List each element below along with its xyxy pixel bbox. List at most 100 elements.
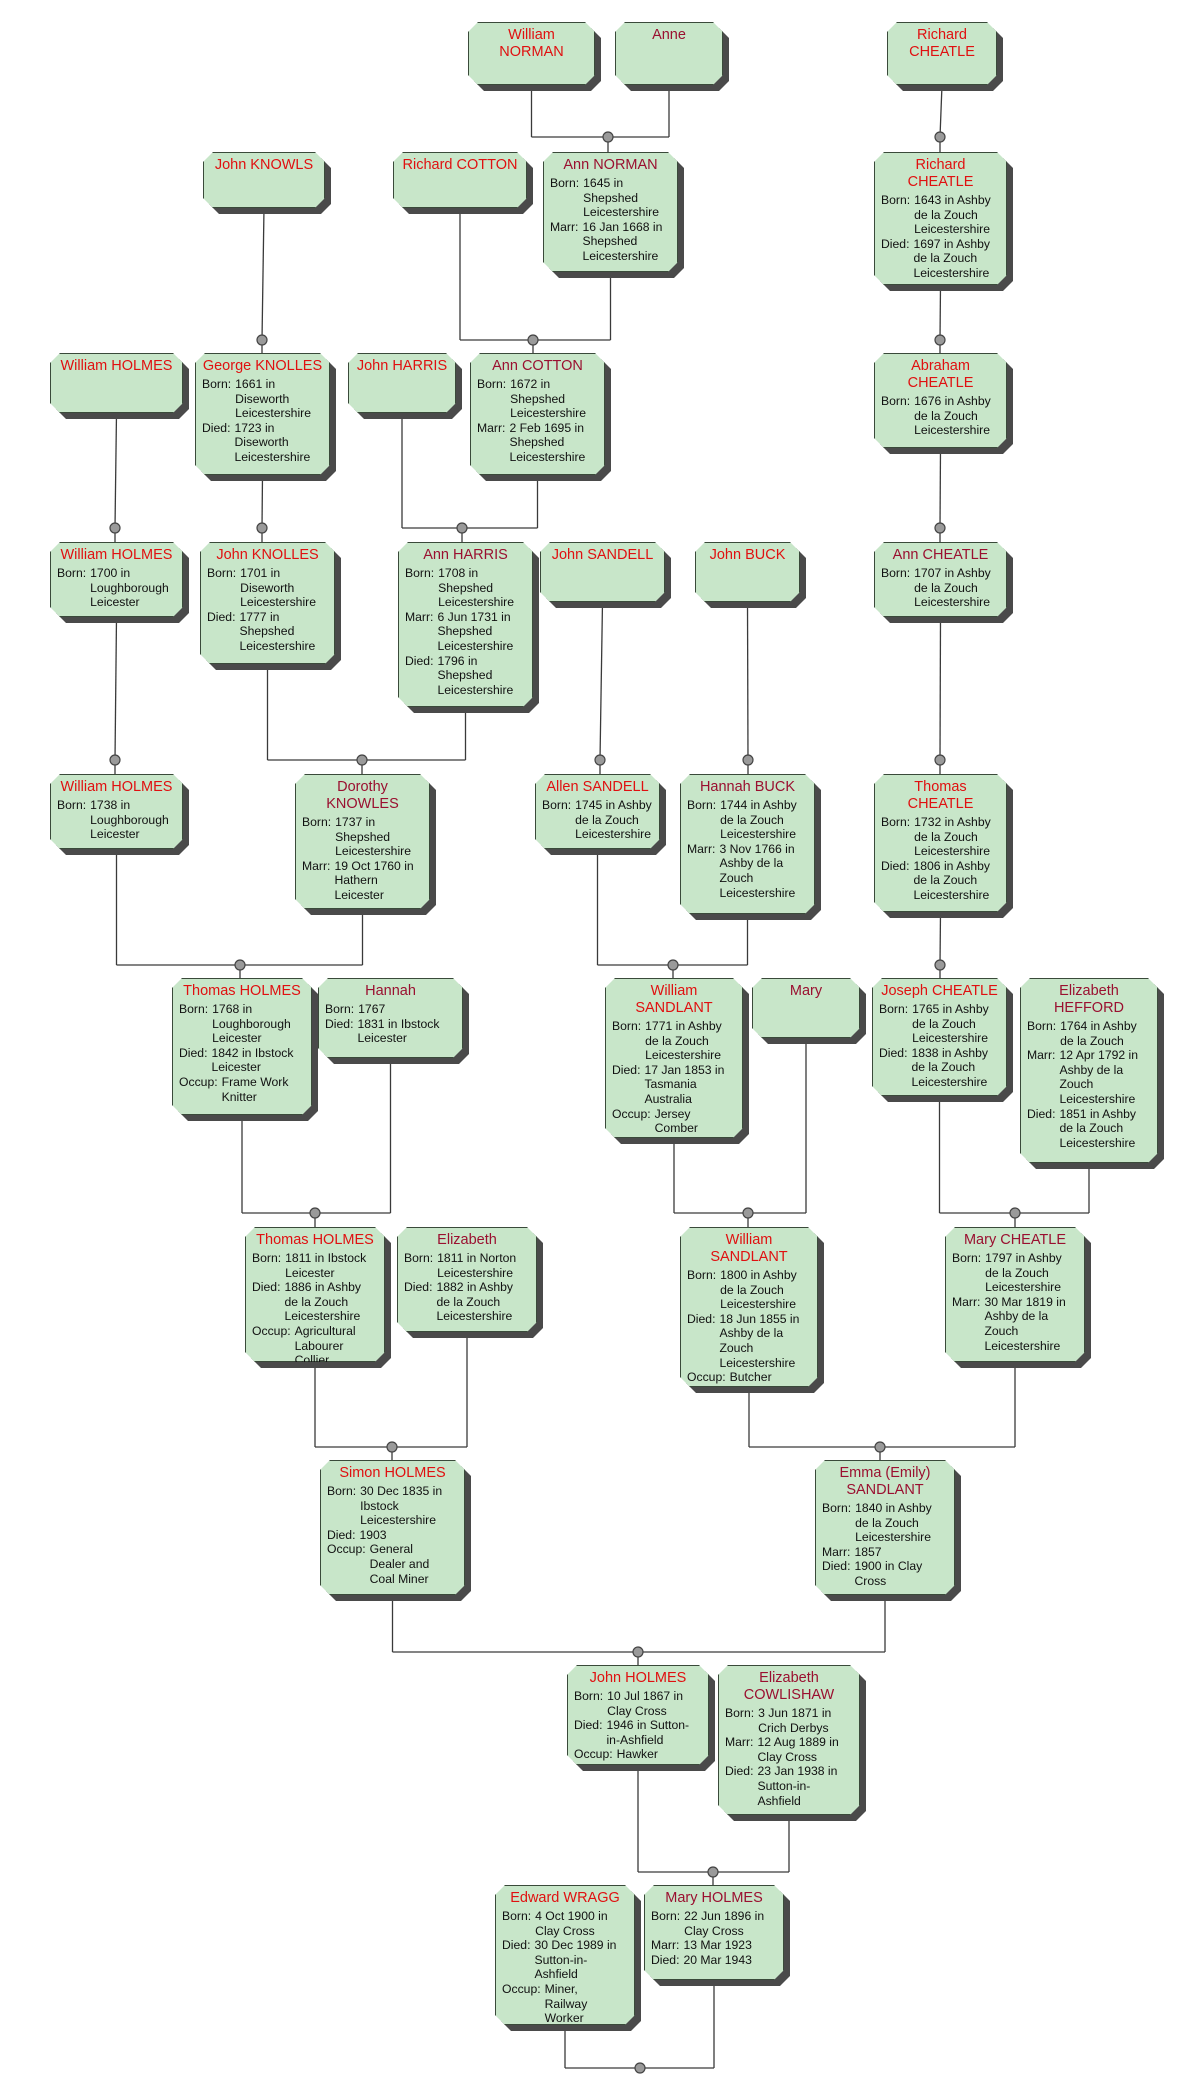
person-name: Hannah BUCK xyxy=(699,779,796,795)
person-card-joseph-cheatle[interactable]: Joseph CHEATLE Born:1765 in Ashby de la Z… xyxy=(872,978,1007,1096)
person-card-john-harris[interactable]: John HARRIS xyxy=(348,353,456,413)
person-name: Dorothy KNOWLES xyxy=(326,779,399,812)
person-name: Joseph CHEATLE xyxy=(881,983,998,999)
person-name: Thomas HOLMES xyxy=(183,983,301,999)
fact-row: Died:1806 in Ashby de la Zouch Leicester… xyxy=(881,859,1000,903)
person-card-mary[interactable]: Mary xyxy=(752,978,860,1038)
person-facts: Born:1744 in Ashby de la Zouch Leicester… xyxy=(687,798,808,900)
family-node xyxy=(934,959,946,971)
person-name: Allen SANDELL xyxy=(546,779,649,795)
person-name: Ann NORMAN xyxy=(563,157,658,173)
person-card-richard-cheatle-sr[interactable]: Richard CHEATLE xyxy=(887,22,997,85)
person-name: Ann HARRIS xyxy=(423,547,508,563)
fact-row: Born:3 Jun 1871 in Crich Derbys xyxy=(725,1706,853,1735)
fact-value: 1723 in Diseworth Leicestershire xyxy=(234,420,311,464)
person-name: John HOLMES xyxy=(589,1670,687,1686)
fact-row: Occup:Frame Work Knitter xyxy=(179,1075,305,1104)
fact-value: 1672 in Shepshed Leicestershire xyxy=(510,377,587,421)
family-node xyxy=(707,1866,719,1878)
family-node xyxy=(742,1207,754,1219)
family-node xyxy=(594,754,606,766)
fact-value: 1838 in Ashby de la Zouch Leicestershire xyxy=(911,1045,989,1089)
fact-label: Born: xyxy=(687,798,717,812)
person-card-william-holmes-1[interactable]: William HOLMES xyxy=(50,353,183,413)
person-card-richard-cotton[interactable]: Richard COTTON xyxy=(393,152,527,208)
person-facts: Born:1700 in Loughborough Leicester xyxy=(57,566,176,610)
person-name: William NORMAN xyxy=(499,27,564,60)
family-node xyxy=(634,2062,646,2074)
person-card-john-sandell[interactable]: John SANDELL xyxy=(540,542,665,602)
person-card-william-norman[interactable]: William NORMAN xyxy=(468,22,595,85)
fact-row: Marr:19 Oct 1760 in Hathern Leicester xyxy=(302,859,423,903)
fact-row: Died:1777 in Shepshed Leicestershire xyxy=(207,610,328,654)
family-node xyxy=(934,522,946,534)
person-name: John KNOWLS xyxy=(214,157,314,173)
connector-line xyxy=(261,207,265,341)
fact-label: Died: xyxy=(612,1062,641,1077)
person-card-john-knowls[interactable]: John KNOWLS xyxy=(203,152,325,208)
fact-row: Marr:3 Nov 1766 in Ashby de la Zouch Lei… xyxy=(687,842,808,900)
fact-value: 1903 xyxy=(359,1527,387,1542)
fact-value: 1900 in Clay Cross xyxy=(854,1559,923,1588)
fact-value: 1800 in Ashby de la Zouch Leicestershire xyxy=(720,1268,797,1312)
fact-value: 1851 in Ashby de la Zouch Leicestershire xyxy=(1059,1106,1137,1150)
family-node xyxy=(309,1207,321,1219)
fact-row: Born:1745 in Ashby de la Zouch Leicester… xyxy=(542,798,653,842)
fact-row: Born:1800 in Ashby de la Zouch Leicester… xyxy=(687,1268,811,1312)
fact-row: Died:1946 in Sutton- in-Ashfield xyxy=(574,1718,702,1747)
fact-row: Born:1744 in Ashby de la Zouch Leicester… xyxy=(687,798,808,842)
fact-value: 1744 in Ashby de la Zouch Leicestershire xyxy=(720,798,797,842)
person-card-allen-sandell[interactable]: Allen SANDELL Born:1745 in Ashby de la Zo… xyxy=(535,774,660,849)
fact-label: Born: xyxy=(550,176,580,190)
fact-row: Born:1767 xyxy=(325,1002,456,1017)
fact-label: Occup: xyxy=(327,1542,366,1557)
fact-value: 1806 in Ashby de la Zouch Leicestershire xyxy=(913,858,991,902)
fact-row: Born:1764 in Ashby de la Zouch xyxy=(1027,1019,1151,1048)
fact-row: Born:22 Jun 1896 in Clay Cross xyxy=(651,1909,777,1938)
fact-row: Born:1765 in Ashby de la Zouch Leicester… xyxy=(879,1002,1000,1046)
fact-label: Born: xyxy=(881,193,911,207)
fact-row: Born:1797 in Ashby de la Zouch Leicester… xyxy=(952,1251,1078,1295)
person-card-anne[interactable]: Anne xyxy=(615,22,723,85)
fact-label: Occup: xyxy=(612,1106,651,1121)
person-name: Anne xyxy=(652,27,686,43)
person-name: Edward WRAGG xyxy=(510,1890,620,1906)
fact-row: Born:1732 in Ashby de la Zouch Leicester… xyxy=(881,815,1000,859)
fact-value: 1811 in Norton Leicestershire xyxy=(437,1251,517,1280)
fact-label: Marr: xyxy=(477,420,506,435)
person-facts: Born:1745 in Ashby de la Zouch Leicester… xyxy=(542,798,653,842)
person-card-hannah-buck[interactable]: Hannah BUCK Born:1744 in Ashby de la Zouc… xyxy=(680,774,815,914)
fact-row: Occup:Miner, Railway Worker xyxy=(502,1982,628,2026)
person-facts: Born:1765 in Ashby de la Zouch Leicester… xyxy=(879,1002,1000,1090)
connector-line xyxy=(939,447,942,529)
fact-value: 1707 in Ashby de la Zouch Leicestershire xyxy=(914,566,991,610)
person-card-john-buck[interactable]: John BUCK xyxy=(695,542,800,602)
